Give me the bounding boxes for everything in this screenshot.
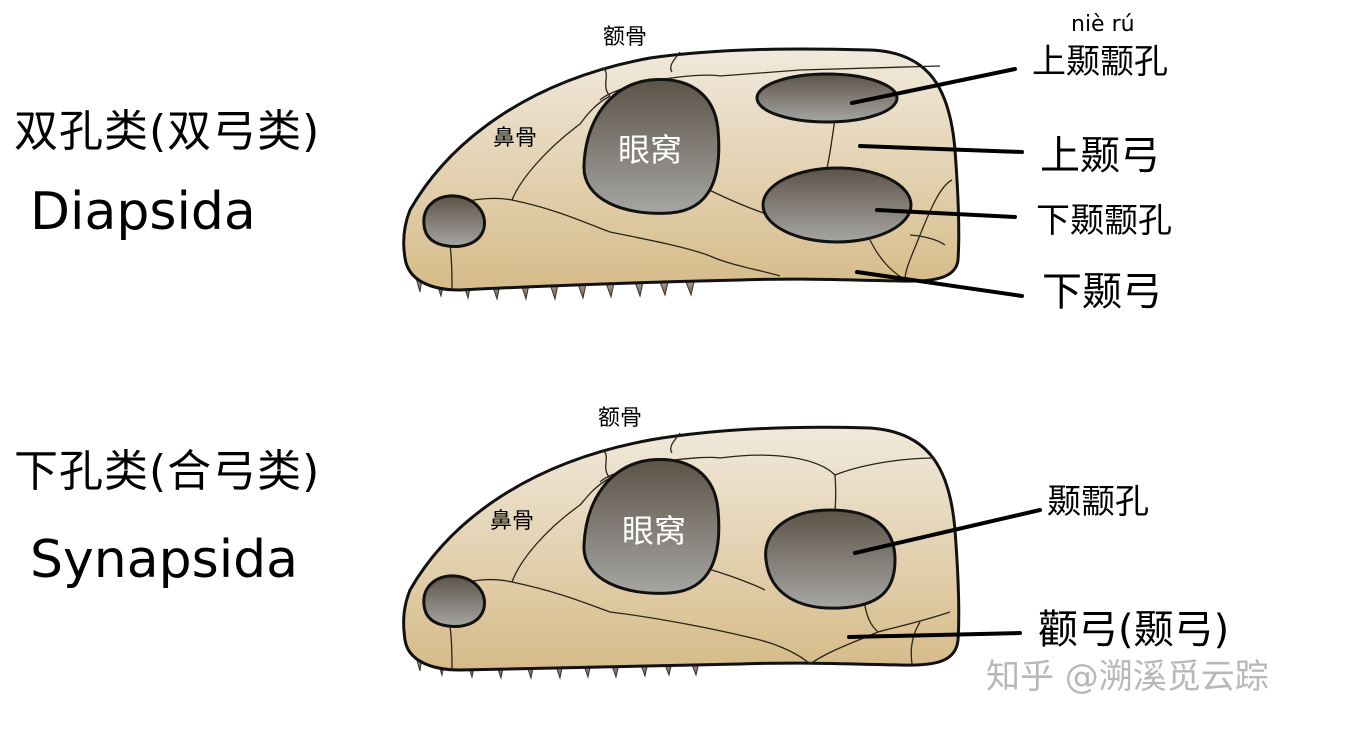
- synapsida-nostril: [422, 574, 486, 628]
- synapsida-temporal-fenestra: [764, 508, 897, 610]
- synapsida-orbit-label: 眼窝: [622, 512, 687, 550]
- diapsida-sutures: [445, 51, 953, 289]
- diapsida-lower-temporal-fenestra: [761, 166, 913, 244]
- diapsida-title-en: Diapsida: [30, 182, 256, 242]
- diapsida-upper-temporal-fenestra: [755, 72, 899, 124]
- diapsida-nostril: [422, 194, 486, 248]
- pinyin-annotation: niè rú: [1071, 12, 1135, 37]
- upper-temporal-arch-label: 上颞弓: [1040, 133, 1160, 179]
- diapsida-orbit: [582, 77, 721, 215]
- synapsida-nasal-label: 鼻骨: [490, 509, 535, 534]
- zygomatic-arch-label: 颧弓(颞弓): [1038, 607, 1230, 653]
- synapsida-title-en: Synapsida: [30, 530, 299, 590]
- diapsida-pointer-lines: [850, 67, 1024, 298]
- diapsida-skull: [402, 47, 1024, 301]
- synapsida-frontal-label: 额骨: [598, 406, 643, 431]
- synapsida-skull: [402, 425, 1042, 680]
- synapsida-orbit: [582, 457, 721, 595]
- lower-temporal-fenestra-label: 下颞颥孔: [1036, 201, 1172, 241]
- synapsida-pointer-lines: [847, 508, 1042, 639]
- lower-temporal-arch-label: 下颞弓: [1042, 269, 1162, 315]
- temporal-fenestra-label: 颞颥孔: [1047, 482, 1149, 522]
- synapsida-title-cn: 下孔类(合弓类): [14, 446, 321, 497]
- diapsida-title-cn: 双孔类(双弓类): [14, 106, 321, 157]
- watermark: 知乎 @溯溪觅云踪: [986, 657, 1269, 697]
- diapsida-orbit-label: 眼窝: [618, 131, 683, 169]
- diapsida-nasal-label: 鼻骨: [493, 126, 538, 151]
- upper-temporal-fenestra-label: 上颞颥孔: [1032, 42, 1168, 82]
- diapsida-frontal-label: 额骨: [603, 25, 648, 50]
